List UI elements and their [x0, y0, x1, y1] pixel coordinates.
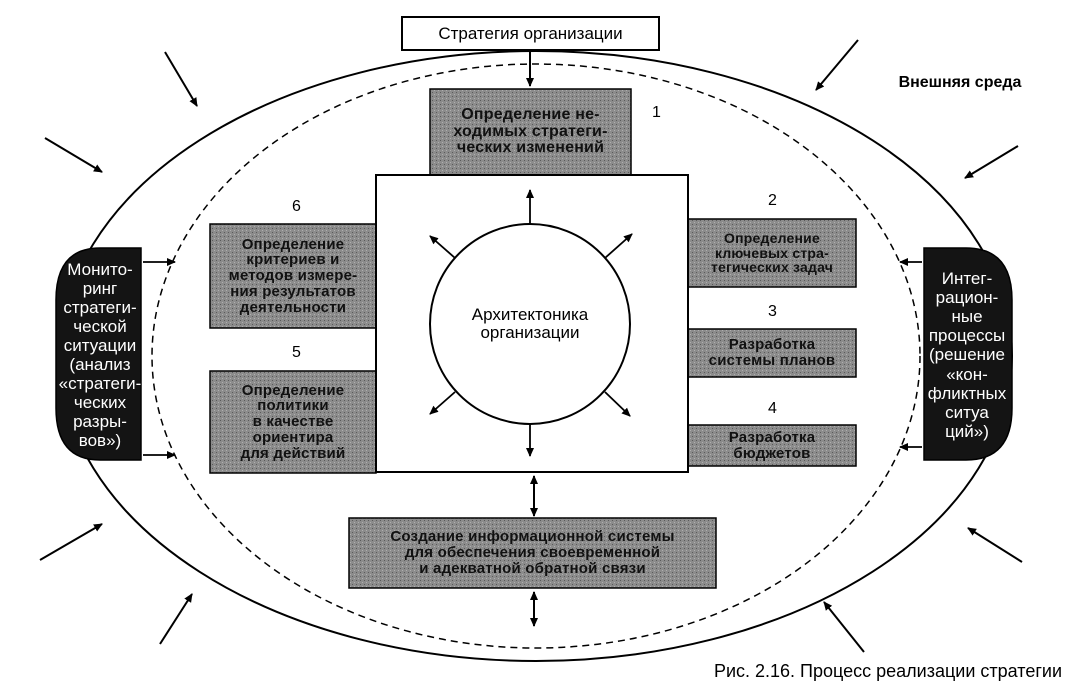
- env-arrow-left-upper: [44, 137, 103, 173]
- environment-arrows: [39, 39, 1023, 653]
- left-block-label: Монито- ринг стратеги- ческой ситуации (…: [58, 259, 142, 451]
- inner-dashed-ellipse: [151, 63, 921, 649]
- strategy-box: [401, 16, 660, 51]
- step-4-number: 4: [768, 400, 777, 417]
- step-2-number: 2: [768, 192, 777, 209]
- env-arrow-top-left: [164, 51, 198, 107]
- step-box-3: [687, 328, 857, 378]
- radial-arrow-upper-left: [429, 235, 456, 259]
- right-integration-block: [923, 247, 1013, 461]
- step-1-number: 1: [652, 104, 661, 121]
- step-6-text: Определение критериев и методов измере- …: [228, 235, 358, 316]
- step-5-number: 5: [292, 344, 301, 361]
- bottom-box-text: Создание информационной системы для обес…: [390, 528, 675, 577]
- env-arrow-bottom-left: [159, 593, 193, 645]
- env-arrow-right-lower: [967, 527, 1023, 563]
- strategy-label: Стратегия организации: [438, 23, 623, 43]
- core-label: Архитектоника организации: [471, 305, 589, 342]
- step-3-text: Разработка системы планов: [708, 336, 836, 369]
- side-connector-arrows: [143, 258, 922, 459]
- step-1-text: Определение не- ходимых стратеги- ческих…: [453, 105, 608, 157]
- step-box-1: [429, 88, 632, 176]
- step-5-text: Определение политики в качестве ориентир…: [240, 381, 346, 462]
- step-4-text: Разработка бюджетов: [728, 428, 816, 462]
- env-arrow-right-upper: [964, 145, 1019, 179]
- radial-arrow-upper-right: [604, 233, 633, 259]
- environment-label: Внешняя среда: [898, 73, 1022, 91]
- step-3-number: 3: [768, 303, 777, 320]
- env-arrow-top-right: [815, 39, 859, 91]
- env-arrow-bottom-right: [823, 601, 865, 653]
- radial-arrows: [429, 189, 633, 457]
- left-monitoring-block: [55, 247, 142, 461]
- step-box-4: [687, 424, 857, 467]
- step-2-text: Определение ключевых стра- тегических за…: [710, 229, 834, 276]
- radial-arrow-lower-right: [604, 391, 631, 417]
- radial-arrow-lower-left: [429, 391, 456, 415]
- step-6-number: 6: [292, 198, 301, 215]
- env-arrow-left-lower: [39, 523, 103, 561]
- bottom-box: [348, 517, 717, 589]
- figure-caption: Рис. 2.16. Процесс реализации стратегии: [713, 660, 1062, 681]
- right-block-label: Интег- рацион- ные процессы (решение «ко…: [927, 269, 1007, 441]
